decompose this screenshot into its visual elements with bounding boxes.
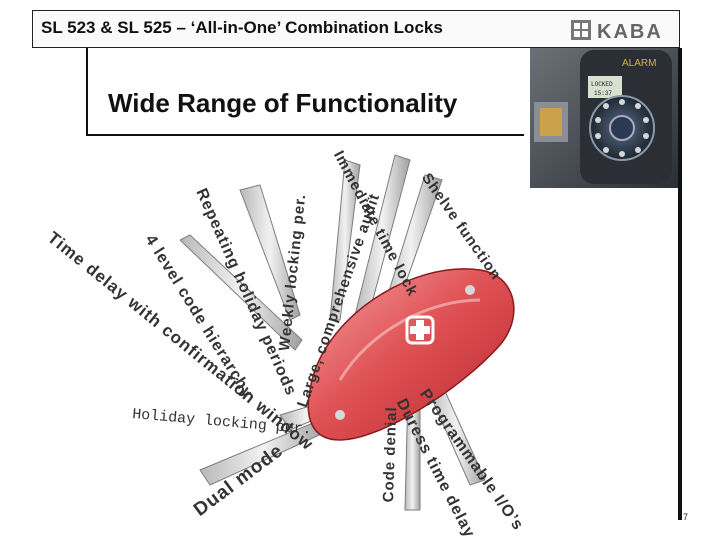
combination-lock-image: ALARM LOCKED 15:37 (530, 48, 678, 188)
lock-screen-line2: 15:37 (594, 90, 612, 97)
slide-subtitle: Wide Range of Functionality (108, 88, 458, 118)
logo-text: KABA (597, 21, 663, 43)
swiss-cross-icon (405, 315, 435, 345)
swiss-army-knife-illustration (180, 154, 515, 511)
right-rule (678, 48, 682, 520)
kaba-logo-icon: KABA (571, 20, 663, 43)
slide-header: SL 523 & SL 525 – ‘All-in-One’ Combinati… (32, 10, 680, 48)
page-number: 7 (683, 512, 689, 522)
feature-code-denial: Code denial (380, 406, 401, 503)
left-rule (86, 48, 88, 136)
header-title: SL 523 & SL 525 – ‘All-in-One’ Combinati… (41, 18, 443, 37)
lock-screen-line1: LOCKED (591, 81, 613, 88)
title-rule (86, 134, 524, 136)
knife-red-handle (307, 268, 515, 441)
lock-brand-label: ALARM (622, 58, 656, 69)
